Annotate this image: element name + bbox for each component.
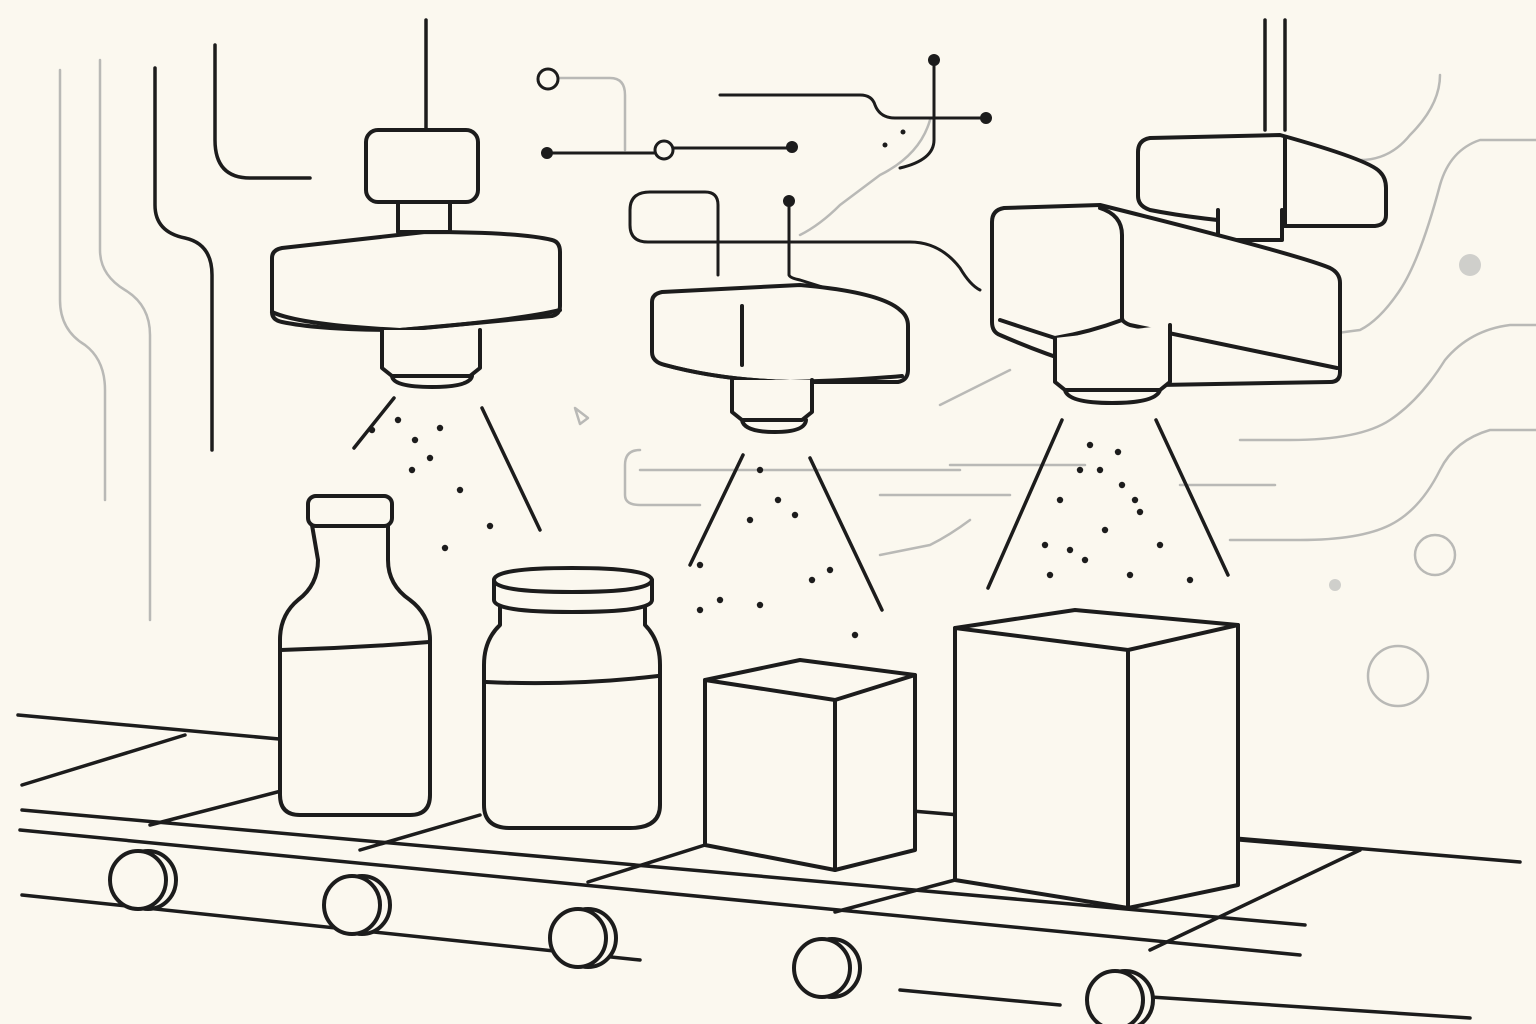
spray-particle [1131, 496, 1139, 504]
conveyor-roller [322, 874, 392, 936]
conveyor-roller [108, 849, 178, 911]
spray-particle [1101, 526, 1109, 534]
spray-nozzle-left [270, 128, 562, 532]
spray-particle [1076, 466, 1084, 474]
spray-particle [1066, 546, 1074, 554]
conveyor-roller [548, 907, 618, 969]
spray-particle [1056, 496, 1064, 504]
bottle [278, 494, 432, 817]
conveyor-roller [1085, 969, 1155, 1024]
spray-particle [436, 424, 444, 432]
spray-particle [716, 596, 724, 604]
spray-particle [826, 566, 834, 574]
box-large [953, 608, 1240, 910]
spray-particle [441, 544, 449, 552]
spray-particles [368, 416, 1194, 639]
spray-particle [411, 436, 419, 444]
spray-particle [1136, 508, 1144, 516]
spray-particle [696, 561, 704, 569]
box-small [703, 658, 917, 872]
spray-particle [1126, 571, 1134, 579]
spray-particle [486, 522, 494, 530]
spray-particle [1046, 571, 1054, 579]
spray-particle [1186, 576, 1194, 584]
spray-particle [1114, 448, 1122, 456]
spray-particle [456, 486, 464, 494]
spray-particle [756, 466, 764, 474]
spray-particle [1096, 466, 1104, 474]
spray-particle [791, 511, 799, 519]
spray-particle [394, 416, 402, 424]
spray-nozzle-middle [650, 283, 910, 612]
spray-particle [851, 631, 859, 639]
spray-particle [1086, 441, 1094, 449]
spray-particle [1041, 541, 1049, 549]
spray-particle [1156, 541, 1164, 549]
jar [482, 566, 662, 830]
spray-particle [746, 516, 754, 524]
spray-particle [368, 426, 376, 434]
spray-particle [756, 601, 764, 609]
spray-particle [696, 606, 704, 614]
spray-particle [1081, 556, 1089, 564]
spray-particle [408, 466, 416, 474]
conveyor-belt [16, 713, 1522, 1020]
spray-particle [1118, 481, 1126, 489]
conveyor-rollers [108, 849, 1155, 1024]
circuit-nodes [153, 18, 1287, 452]
spray-particle [774, 496, 782, 504]
spray-particle [426, 454, 434, 462]
conveyor-roller [792, 937, 862, 999]
background-circuit-lines [58, 58, 1536, 708]
spray-nozzle-right [986, 133, 1388, 590]
spray-particle [808, 576, 816, 584]
